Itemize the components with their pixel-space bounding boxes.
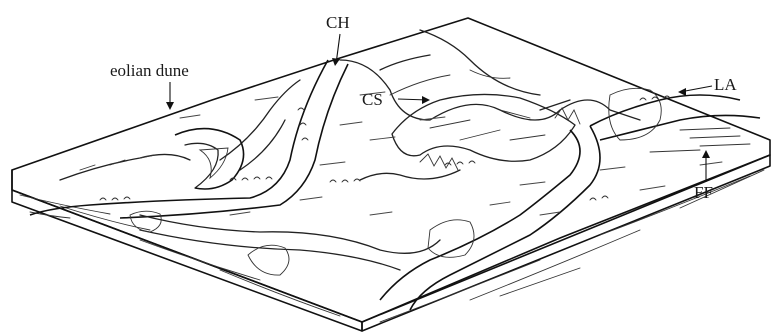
channel-ripples xyxy=(100,96,670,200)
floodplain-fines xyxy=(650,128,750,152)
meandering-channel xyxy=(30,60,760,310)
label-eolian-dune: eolian dune xyxy=(110,61,189,80)
label-la: LA xyxy=(714,75,737,94)
eolian-dune xyxy=(60,129,244,189)
block-side-face xyxy=(362,155,770,331)
lateral-accretion-bars xyxy=(130,88,661,275)
label-ch: CH xyxy=(326,13,350,32)
label-ff: FF xyxy=(694,183,713,202)
label-cs: CS xyxy=(362,90,383,109)
